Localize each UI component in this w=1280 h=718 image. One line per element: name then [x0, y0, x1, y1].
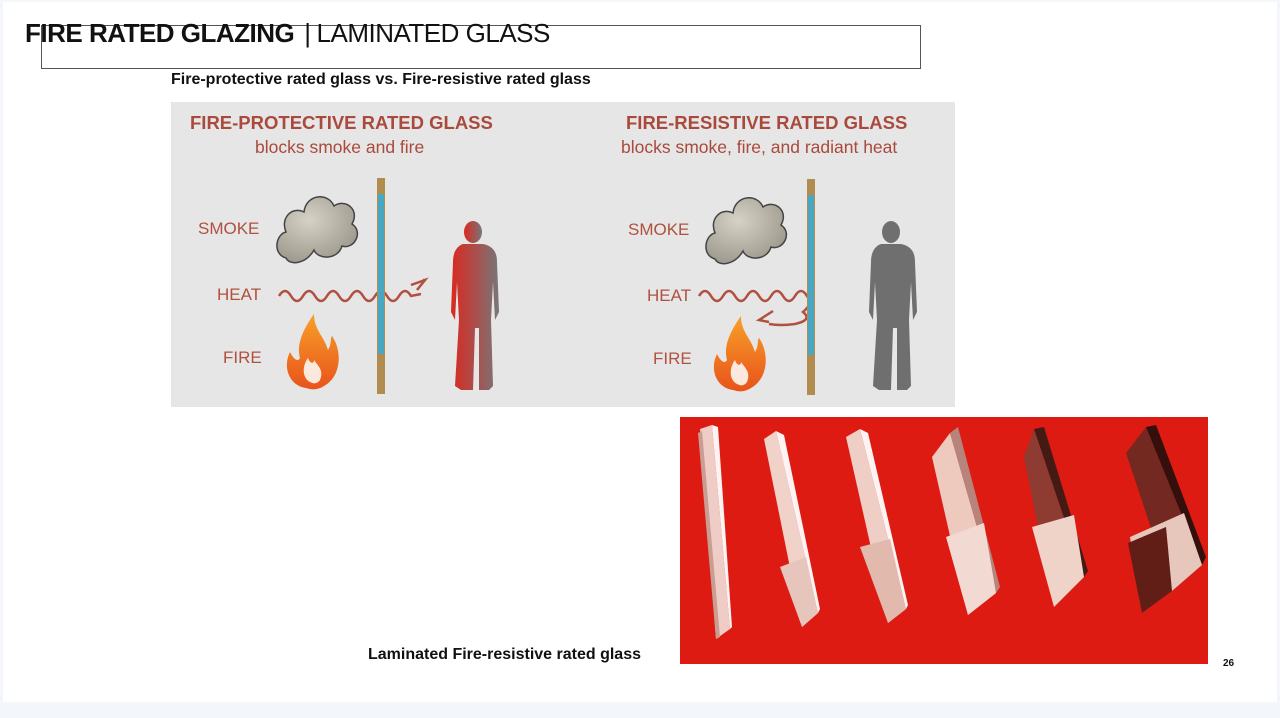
slide-subtitle: Fire-protective rated glass vs. Fire-res… [171, 71, 591, 89]
photo-caption: Laminated Fire-resistive rated glass [368, 646, 641, 664]
title-separator: | [304, 18, 310, 48]
smoke-cloud-icon [706, 198, 786, 264]
page-number: 26 [1223, 658, 1234, 669]
heat-wave-icon [279, 280, 426, 301]
person-silhouette-icon [869, 221, 917, 390]
flame-icon [714, 316, 766, 391]
heat-wave-icon [699, 291, 809, 325]
title-light: LAMINATED GLASS [317, 18, 550, 48]
diagram-graphics [171, 102, 955, 407]
title-bold: FIRE RATED GLAZING [25, 18, 294, 48]
smoke-cloud-icon [277, 197, 357, 263]
comparison-diagram: FIRE-PROTECTIVE RATED GLASS blocks smoke… [171, 102, 955, 407]
glass-pane-icon [807, 179, 815, 395]
person-silhouette-icon [451, 221, 499, 390]
glass-pane-icon [377, 178, 385, 394]
slide-title: FIRE RATED GLAZING |LAMINATED GLASS [25, 18, 550, 49]
laminated-glass-photo [680, 417, 1208, 664]
flame-icon [287, 314, 339, 389]
glass-samples-illustration [680, 417, 1208, 664]
